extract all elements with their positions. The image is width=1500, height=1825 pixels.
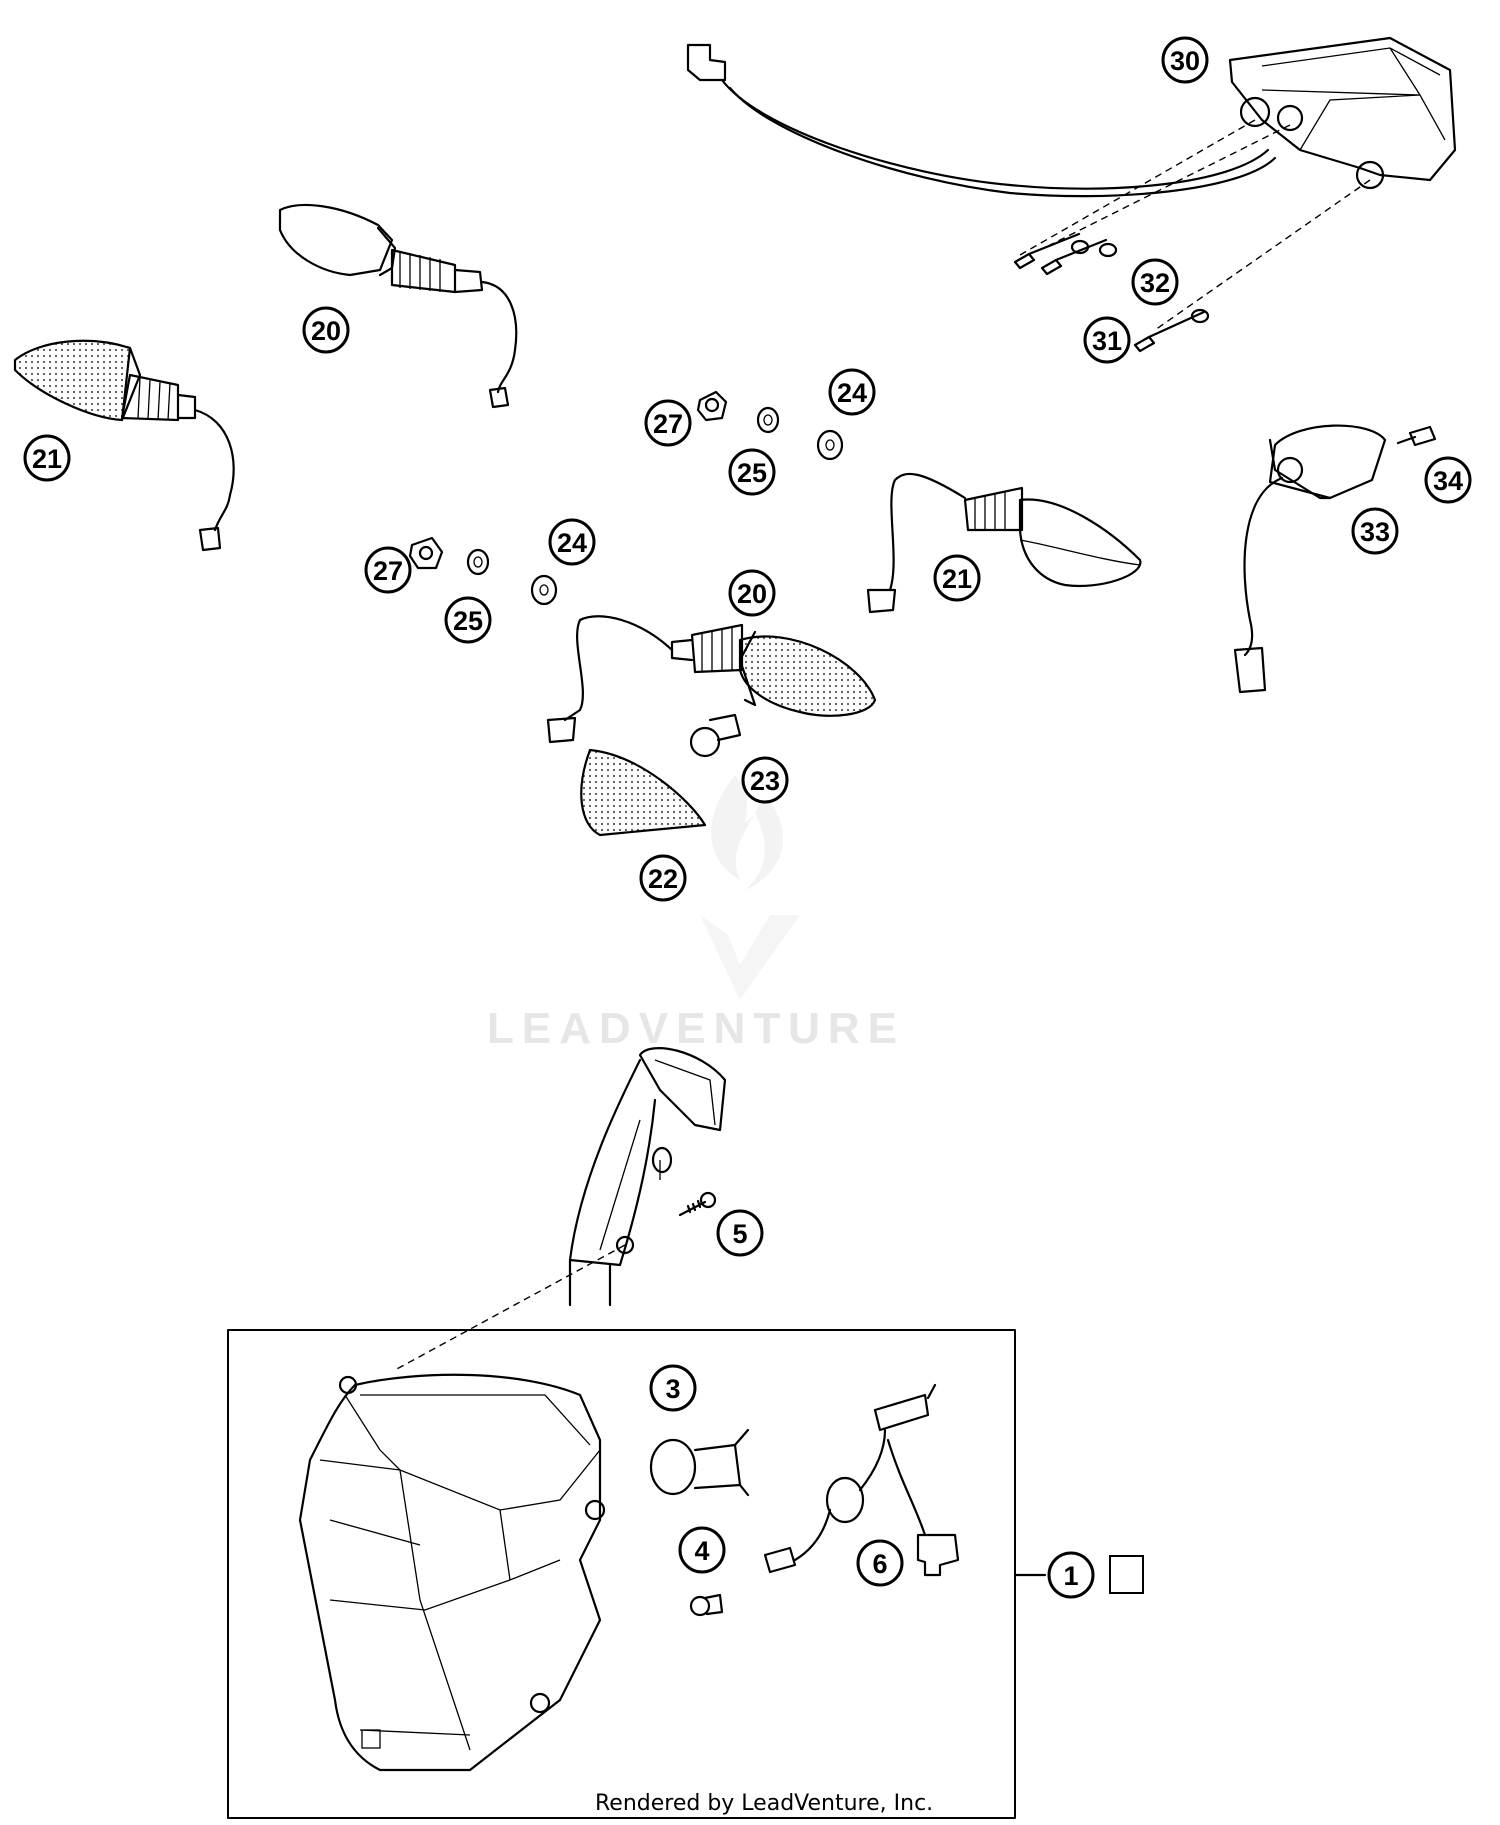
svg-text:3: 3 bbox=[665, 1374, 680, 1404]
license-plate-light bbox=[1233, 424, 1387, 694]
callout-5[interactable]: 5 bbox=[716, 1209, 764, 1257]
callout-34[interactable]: 34 bbox=[1424, 456, 1472, 504]
callout-23[interactable]: 23 bbox=[741, 756, 789, 804]
headlight-bracket bbox=[568, 1047, 727, 1307]
screw-31 bbox=[1013, 232, 1206, 353]
callout-6[interactable]: 6 bbox=[856, 1539, 904, 1587]
svg-text:24: 24 bbox=[837, 378, 867, 408]
svg-text:34: 34 bbox=[1433, 466, 1463, 496]
svg-text:4: 4 bbox=[694, 1536, 709, 1566]
callout-31[interactable]: 31 bbox=[1083, 316, 1131, 364]
callout-20-lower[interactable]: 20 bbox=[728, 569, 776, 617]
callout-24-lower[interactable]: 24 bbox=[548, 518, 596, 566]
indicator-21-left bbox=[13, 339, 235, 552]
svg-text:25: 25 bbox=[737, 458, 767, 488]
svg-text:6: 6 bbox=[872, 1549, 887, 1579]
svg-text:33: 33 bbox=[1360, 517, 1390, 547]
washer-32 bbox=[1070, 239, 1210, 324]
callout-22[interactable]: 22 bbox=[639, 854, 687, 902]
callout-1[interactable]: 1 bbox=[1047, 1551, 1095, 1599]
screw-5 bbox=[678, 1191, 717, 1217]
indicator-21-right bbox=[866, 472, 1142, 614]
svg-text:5: 5 bbox=[732, 1219, 747, 1249]
svg-text:30: 30 bbox=[1170, 46, 1200, 76]
callout-25-lower[interactable]: 25 bbox=[444, 596, 492, 644]
callout-3[interactable]: 3 bbox=[649, 1364, 697, 1412]
hardware-upper-group bbox=[696, 390, 844, 461]
kit-checkbox[interactable] bbox=[1109, 1555, 1144, 1594]
svg-text:32: 32 bbox=[1140, 268, 1170, 298]
headlight-housing bbox=[298, 1373, 606, 1772]
svg-text:20: 20 bbox=[311, 316, 341, 346]
svg-text:25: 25 bbox=[453, 606, 483, 636]
svg-text:20: 20 bbox=[737, 579, 767, 609]
callout-32[interactable]: 32 bbox=[1131, 258, 1179, 306]
svg-text:21: 21 bbox=[32, 444, 62, 474]
lens-22 bbox=[580, 748, 707, 837]
bulb-23 bbox=[689, 713, 742, 758]
callout-4[interactable]: 4 bbox=[678, 1526, 726, 1574]
svg-text:22: 22 bbox=[648, 864, 678, 894]
svg-text:24: 24 bbox=[557, 528, 587, 558]
svg-text:27: 27 bbox=[373, 556, 403, 586]
bulb-4 bbox=[689, 1593, 724, 1617]
callout-24-upper[interactable]: 24 bbox=[828, 368, 876, 416]
callout-21-right[interactable]: 21 bbox=[933, 554, 981, 602]
svg-text:27: 27 bbox=[653, 409, 683, 439]
callout-27-lower[interactable]: 27 bbox=[364, 546, 412, 594]
tail-light-assembly bbox=[686, 36, 1457, 198]
callout-27-upper[interactable]: 27 bbox=[644, 399, 692, 447]
indicator-20-lower bbox=[546, 615, 877, 744]
indicator-20-upper bbox=[278, 203, 518, 409]
svg-text:23: 23 bbox=[750, 766, 780, 796]
bulb-3 bbox=[649, 1428, 750, 1497]
rendered-by-credit: Rendered by LeadVenture, Inc. bbox=[595, 1791, 933, 1816]
wiring-harness-6 bbox=[763, 1383, 960, 1577]
callout-21-left[interactable]: 21 bbox=[23, 434, 71, 482]
svg-text:31: 31 bbox=[1092, 326, 1122, 356]
hardware-lower-group bbox=[408, 536, 558, 606]
watermark-text: LEADVENTURE bbox=[487, 1004, 905, 1053]
svg-text:21: 21 bbox=[942, 564, 972, 594]
callout-20-upper[interactable]: 20 bbox=[302, 306, 350, 354]
svg-text:1: 1 bbox=[1063, 1561, 1078, 1591]
callout-30[interactable]: 30 bbox=[1161, 36, 1209, 84]
watermark-logo bbox=[700, 775, 800, 1000]
callout-33[interactable]: 33 bbox=[1351, 507, 1399, 555]
callout-25-upper[interactable]: 25 bbox=[728, 448, 776, 496]
screw-34 bbox=[1396, 425, 1437, 447]
